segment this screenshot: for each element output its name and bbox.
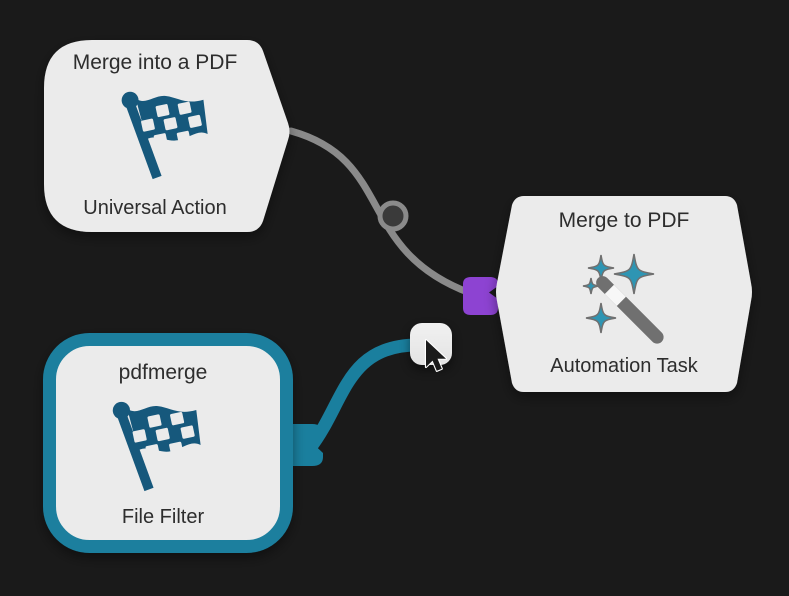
purple-input-port[interactable]: [463, 277, 498, 315]
wire-midpoint-handle[interactable]: [377, 200, 409, 232]
wire-gray-connection[interactable]: [287, 127, 474, 297]
teal-output-port[interactable]: [293, 424, 323, 466]
wire-teal-connection[interactable]: [303, 338, 425, 455]
magic-wand-sparkles-icon: [582, 253, 664, 344]
arrow-cursor-icon: [424, 338, 448, 372]
node-shape-automation-task[interactable]: [496, 196, 752, 392]
